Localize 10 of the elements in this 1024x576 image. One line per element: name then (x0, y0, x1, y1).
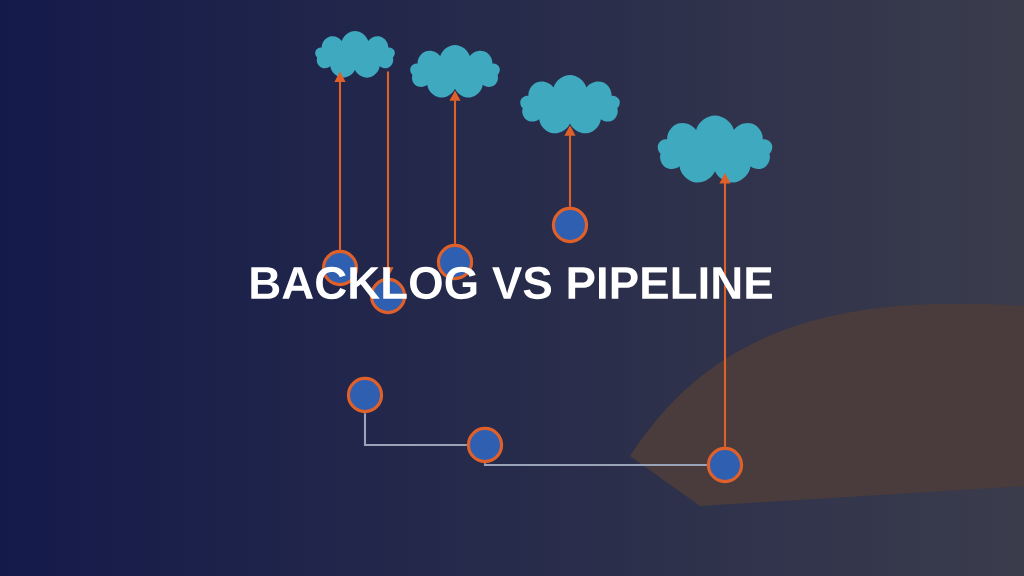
cloud-icon (410, 45, 500, 98)
node-circle (551, 206, 589, 244)
node-circle (346, 376, 384, 414)
connector-line (483, 462, 707, 467)
node-circle (706, 446, 744, 484)
connector-line (363, 413, 467, 447)
cloud-icon (520, 75, 620, 134)
node-circle (466, 426, 504, 464)
cloud-icon (657, 115, 773, 183)
cloud-icon (315, 31, 395, 78)
